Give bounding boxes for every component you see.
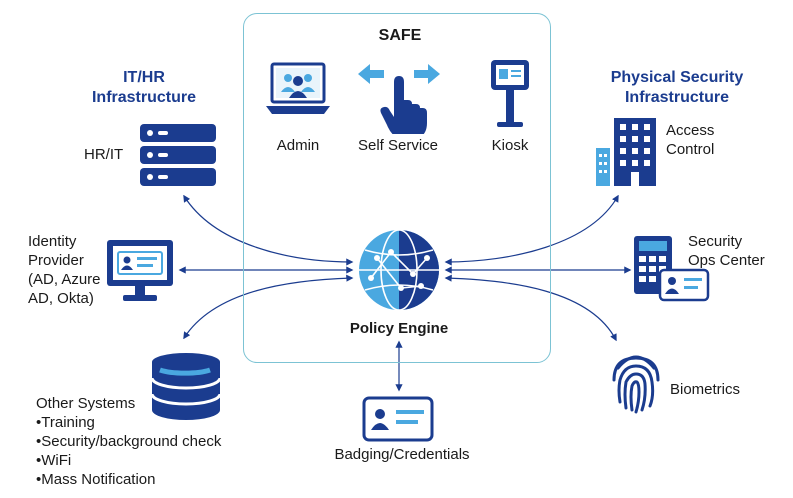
security-ops-line1: Security [688,233,743,250]
identity-provider-line2: Provider [28,252,84,269]
safe-container [243,13,551,363]
globe-network-icon [357,228,441,317]
it-hr-header: IT/HR Infrastructure [82,68,206,108]
biometrics-label: Biometrics [670,381,741,398]
admin-label: Admin [276,137,320,154]
kiosk-label: Kiosk [491,137,529,154]
access-control-line2: Control [666,141,715,158]
link-hrit [183,194,354,266]
physical-security-header: Physical Security Infrastructure [600,68,754,108]
link-access [444,194,619,266]
list-item: WiFi [36,451,221,470]
laptop-icon [266,62,330,135]
link-biometrics [444,274,617,342]
identity-provider-line3: (AD, Azure [28,271,101,288]
kiosk-icon [487,58,533,135]
access-control-line1: Access [666,122,715,139]
safe-title: SAFE [378,27,422,44]
monitor-id-icon [105,238,175,309]
link-other [183,274,354,340]
badge-card-icon [362,396,434,447]
identity-provider-line1: Identity [28,233,77,250]
it-hr-header-line2: Infrastructure [91,89,197,106]
it-hr-header-line1: IT/HR [123,69,165,86]
identity-provider-line4: AD, Okta) [28,290,94,307]
security-ops-line2: Ops Center [688,252,765,269]
touch-hand-icon [356,58,442,139]
security-ops-label: Security Ops Center [688,232,765,270]
server-rack-icon [140,124,218,193]
physical-security-header-line2: Infrastructure [624,89,730,106]
other-systems-title: Other Systems [36,395,136,412]
policy-engine-label: Policy Engine [349,320,449,337]
fingerprint-icon [610,350,662,419]
badging-label: Badging/Credentials [334,446,470,463]
physical-security-header-line1: Physical Security [610,69,744,86]
access-control-label: Access Control [666,121,714,159]
list-item: Mass Notification [36,470,221,489]
database-icon [150,352,222,429]
list-item: Training [36,413,221,432]
self-service-label: Self Service [357,137,439,154]
other-systems-list: Training Security/background check WiFi … [36,413,221,489]
keypad-card-icon [634,236,710,307]
building-icon [596,118,658,191]
list-item: Security/background check [36,432,221,451]
other-systems-block: Other Systems Training Security/backgrou… [36,394,221,489]
hr-it-label: HR/IT [84,146,124,163]
identity-provider-label: Identity Provider (AD, Azure AD, Okta) [28,232,101,308]
